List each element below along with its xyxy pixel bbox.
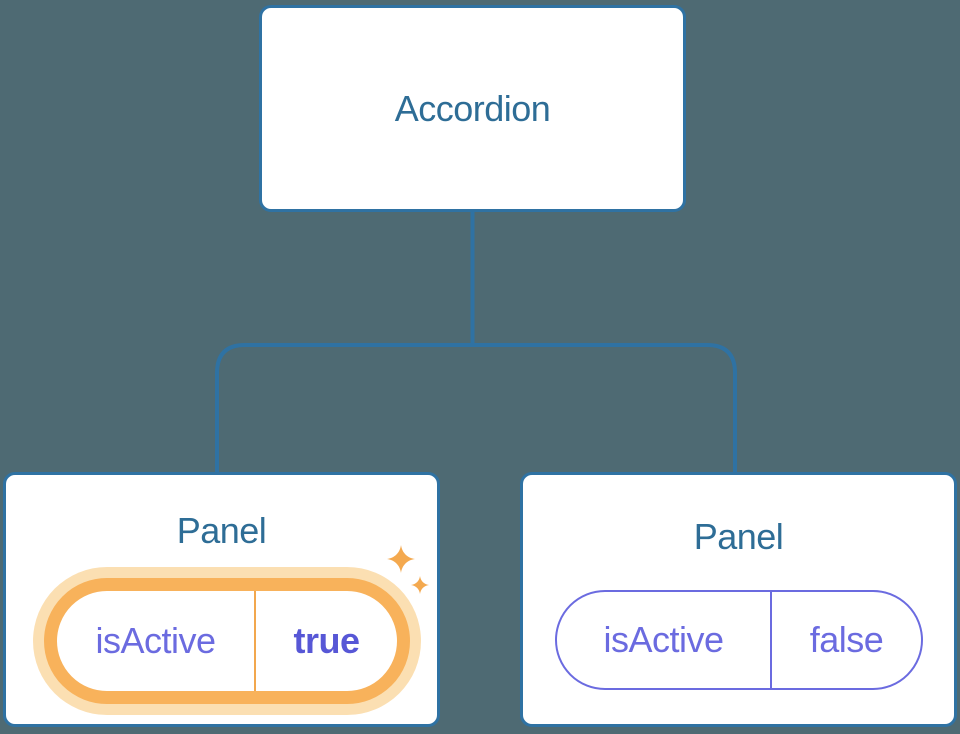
panel-card-active: Panel isActive true (3, 472, 440, 727)
panel-title: Panel (176, 510, 267, 551)
root-component-box: Accordion (259, 5, 686, 212)
state-name-label: isActive (603, 619, 724, 660)
panel-card-inactive: Panel isActive false (520, 472, 957, 727)
state-value-label: true (293, 620, 360, 661)
state-name-label: isActive (95, 620, 216, 661)
sparkle-small-icon (411, 576, 429, 594)
state-pill-active: isActive true (44, 578, 410, 704)
connector-branch (215, 343, 737, 473)
pill-divider (254, 591, 256, 691)
root-component-label: Accordion (394, 87, 551, 129)
pill-divider (770, 592, 772, 688)
state-pill-inactive: isActive false (555, 590, 923, 690)
state-value-label: false (809, 619, 884, 660)
panel-title: Panel (693, 516, 784, 557)
sparkle-large-icon (387, 545, 415, 573)
